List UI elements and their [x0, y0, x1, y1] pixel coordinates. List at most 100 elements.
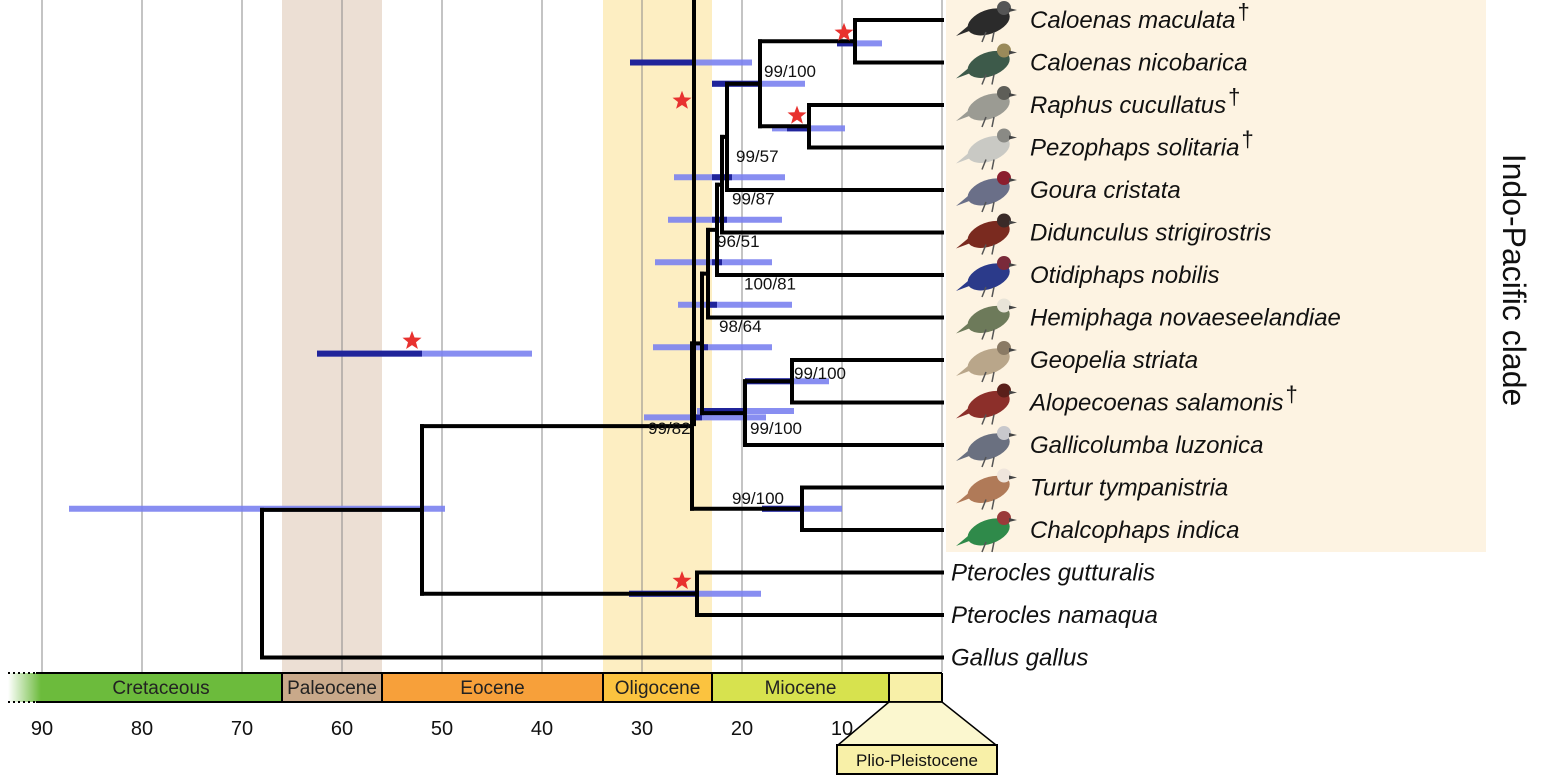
clade-background: [946, 0, 1486, 552]
bird-leg: [981, 286, 987, 298]
bird-leg: [991, 201, 995, 213]
bird-beak: [1009, 305, 1017, 310]
support-values: 99/10099/5799/8796/51100/8198/6499/10099…: [648, 62, 846, 508]
calibration-stars: [402, 22, 854, 590]
bird-beak: [1009, 220, 1017, 225]
plio-callout-label: Plio-Pleistocene: [856, 751, 978, 770]
support-value: 99/82: [648, 419, 691, 438]
bird-tail: [956, 536, 972, 546]
bird-leg: [991, 456, 995, 468]
tree-branches: [260, 0, 944, 660]
calibration-star-icon: [402, 330, 422, 349]
bird-beak: [1009, 50, 1017, 55]
dark-pigeon-icon: [956, 1, 1017, 43]
taxon-label: Pterocles namaqua: [951, 602, 1158, 629]
bird-leg: [991, 499, 995, 510]
bird-tail: [956, 111, 972, 121]
taxon-label: Raphus cucullatus: [1030, 92, 1226, 119]
taxon-label: Otidiphaps nobilis: [1030, 262, 1219, 289]
bird-leg: [981, 159, 987, 170]
support-value: 99/57: [736, 147, 779, 166]
support-value: 99/100: [764, 62, 816, 81]
extinct-dagger: †: [1241, 127, 1253, 152]
bird-head: [997, 171, 1011, 185]
bird-tail: [956, 408, 972, 419]
period-block: [382, 673, 603, 702]
taxon-label: Gallicolumba luzonica: [1030, 432, 1263, 459]
period-label: Paleocene: [287, 678, 377, 699]
taxon-label: Hemiphaga novaeseelandiae: [1030, 305, 1341, 332]
bird-head: [997, 468, 1011, 483]
bird-leg: [991, 414, 995, 425]
bird-beak: [1009, 8, 1017, 12]
extinct-dagger: †: [1286, 382, 1298, 407]
bird-leg: [981, 329, 987, 340]
extinct-dagger: †: [1237, 0, 1249, 24]
taxon-label: Gallus gallus: [951, 645, 1088, 672]
bird-body: [967, 135, 1010, 163]
bird-body: [967, 178, 1010, 206]
time-tick-label: 40: [531, 718, 553, 740]
bird-beak: [1009, 475, 1017, 480]
bird-body: [967, 305, 1010, 333]
time-gridlines: [41, 0, 943, 672]
bird-body: [967, 518, 1010, 546]
bird-beak: [1009, 518, 1017, 522]
bird-tail: [956, 238, 972, 249]
taxon-label: Alopecoenas salamonis: [1028, 390, 1284, 417]
calibration-star-icon: [834, 22, 854, 41]
bird-head: [997, 426, 1011, 440]
period-label: Eocene: [460, 678, 524, 699]
bird-tail: [956, 196, 972, 206]
time-tick-label: 60: [331, 718, 353, 740]
tambourine-dove-icon: [956, 468, 1017, 510]
time-tick-label: 80: [131, 718, 153, 740]
calibration-star-icon: [672, 571, 692, 590]
paleocene-band: [282, 0, 382, 672]
bird-leg: [981, 74, 987, 85]
period-block: [603, 673, 712, 702]
plio-callout-box: [836, 744, 998, 775]
bird-tail: [956, 68, 972, 79]
bird-body: [967, 93, 1010, 121]
bird-tail: [956, 153, 972, 164]
bird-beak: [1009, 348, 1017, 352]
kereru-icon: [956, 298, 1017, 340]
period-block: [8, 673, 282, 702]
bird-tail: [956, 281, 972, 291]
emerald-dove-icon: [956, 511, 1017, 553]
bird-body: [967, 263, 1010, 291]
extinct-dagger: †: [1228, 84, 1240, 109]
bird-head: [997, 86, 1011, 100]
bird-body: [967, 348, 1010, 376]
taxon-labels: Caloenas maculata†Caloenas nicobaricaRap…: [951, 0, 1341, 672]
taxon-label: Chalcophaps indica: [1030, 517, 1239, 544]
time-tick-label: 10: [831, 718, 853, 740]
bird-leg: [991, 286, 995, 298]
support-value: 96/51: [717, 232, 760, 251]
bird-tail: [956, 366, 972, 376]
crowned-pigeon-icon: [956, 171, 1017, 213]
time-tick-label: 90: [31, 718, 53, 740]
bird-beak: [1009, 433, 1017, 437]
calibration-star-icon: [672, 90, 692, 109]
bird-head: [997, 1, 1011, 15]
plio-callout-funnel: [835, 701, 999, 746]
bird-body: [967, 50, 1010, 78]
bird-leg: [991, 541, 995, 553]
solitaire-icon: [956, 128, 1017, 170]
taxon-label: Didunculus strigirostris: [1030, 220, 1271, 247]
period-block: [282, 673, 382, 702]
taxon-label: Caloenas nicobarica: [1030, 50, 1247, 77]
bird-tail: [956, 323, 972, 334]
support-value: 99/100: [750, 419, 802, 438]
support-value: 99/100: [794, 364, 846, 383]
bird-beak: [1009, 263, 1017, 267]
time-tick-label: 70: [231, 718, 253, 740]
taxon-label: Caloenas maculata: [1030, 7, 1235, 34]
taxon-label: Geopelia striata: [1030, 347, 1198, 374]
bird-leg: [991, 244, 995, 255]
taxon-label: Pezophaps solitaria: [1030, 135, 1239, 162]
bird-leg: [981, 201, 987, 213]
